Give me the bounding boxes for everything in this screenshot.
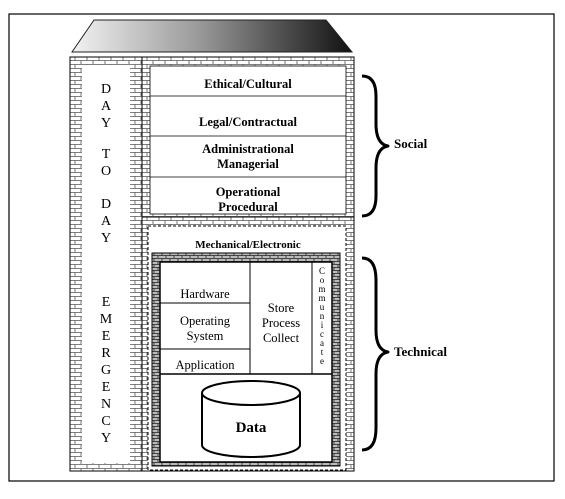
day-to-day-letter: O <box>101 164 111 179</box>
day-to-day-letter: Y <box>101 116 111 131</box>
communicate-letter: m <box>318 293 325 303</box>
system-label: System <box>187 329 224 343</box>
store-label: Store <box>268 301 295 315</box>
communicate-letter: C <box>319 266 325 276</box>
layer-procedural: Procedural <box>218 200 278 214</box>
hardware-label: Hardware <box>180 287 230 301</box>
layer-mechanical-electronic: Mechanical/Electronic <box>195 239 301 251</box>
emergency-letter: E <box>102 295 111 310</box>
data-label: Data <box>236 420 267 436</box>
day-to-day-letter: D <box>101 82 111 97</box>
emergency-letter: R <box>101 346 111 361</box>
emergency-letter: N <box>101 397 111 412</box>
communicate-letter: c <box>320 329 324 339</box>
communicate-letter: t <box>321 347 324 357</box>
operating-label: Operating <box>180 314 231 328</box>
emergency-letter: E <box>102 380 111 395</box>
emergency-letter: G <box>101 363 111 378</box>
collect-label: Collect <box>263 331 300 345</box>
communicate-letter: n <box>320 311 325 321</box>
application-label: Application <box>175 358 235 372</box>
layer-ethical-cultural: Ethical/Cultural <box>204 77 292 91</box>
communicate-label: C o m m u n i c a t e <box>318 266 325 366</box>
day-to-day-letter: A <box>101 99 112 114</box>
technical-brace <box>361 256 390 452</box>
day-to-day-letter: Y <box>101 231 111 246</box>
communicate-letter: m <box>318 284 325 294</box>
day-to-day-letter: D <box>101 197 111 212</box>
day-to-day-letter: T <box>102 147 111 162</box>
layer-administrational: Administrational <box>202 142 294 156</box>
layer-operational: Operational <box>216 185 281 199</box>
left-column-panel <box>82 65 130 463</box>
emergency-letter: C <box>101 414 110 429</box>
communicate-letter: o <box>320 275 325 285</box>
social-group-label: Social <box>394 136 428 151</box>
layer-legal-contractual: Legal/Contractual <box>199 115 297 129</box>
communicate-letter: a <box>320 338 324 348</box>
process-label: Process <box>262 316 300 330</box>
day-to-day-label: D A Y T O D A Y <box>101 82 112 246</box>
social-layers-panel <box>149 65 347 215</box>
building-roof <box>71 19 354 53</box>
emergency-letter: Y <box>101 431 111 446</box>
emergency-letter: M <box>100 312 113 327</box>
social-brace <box>361 74 390 218</box>
communicate-letter: u <box>320 302 325 312</box>
technical-group-label: Technical <box>394 344 447 359</box>
communicate-letter: i <box>321 320 324 330</box>
data-cylinder-icon <box>201 380 301 458</box>
layer-managerial: Managerial <box>217 157 279 171</box>
emergency-label: E M E R G E N C Y <box>100 295 113 446</box>
communicate-letter: e <box>320 356 324 366</box>
emergency-letter: E <box>102 329 111 344</box>
day-to-day-letter: A <box>101 214 112 229</box>
